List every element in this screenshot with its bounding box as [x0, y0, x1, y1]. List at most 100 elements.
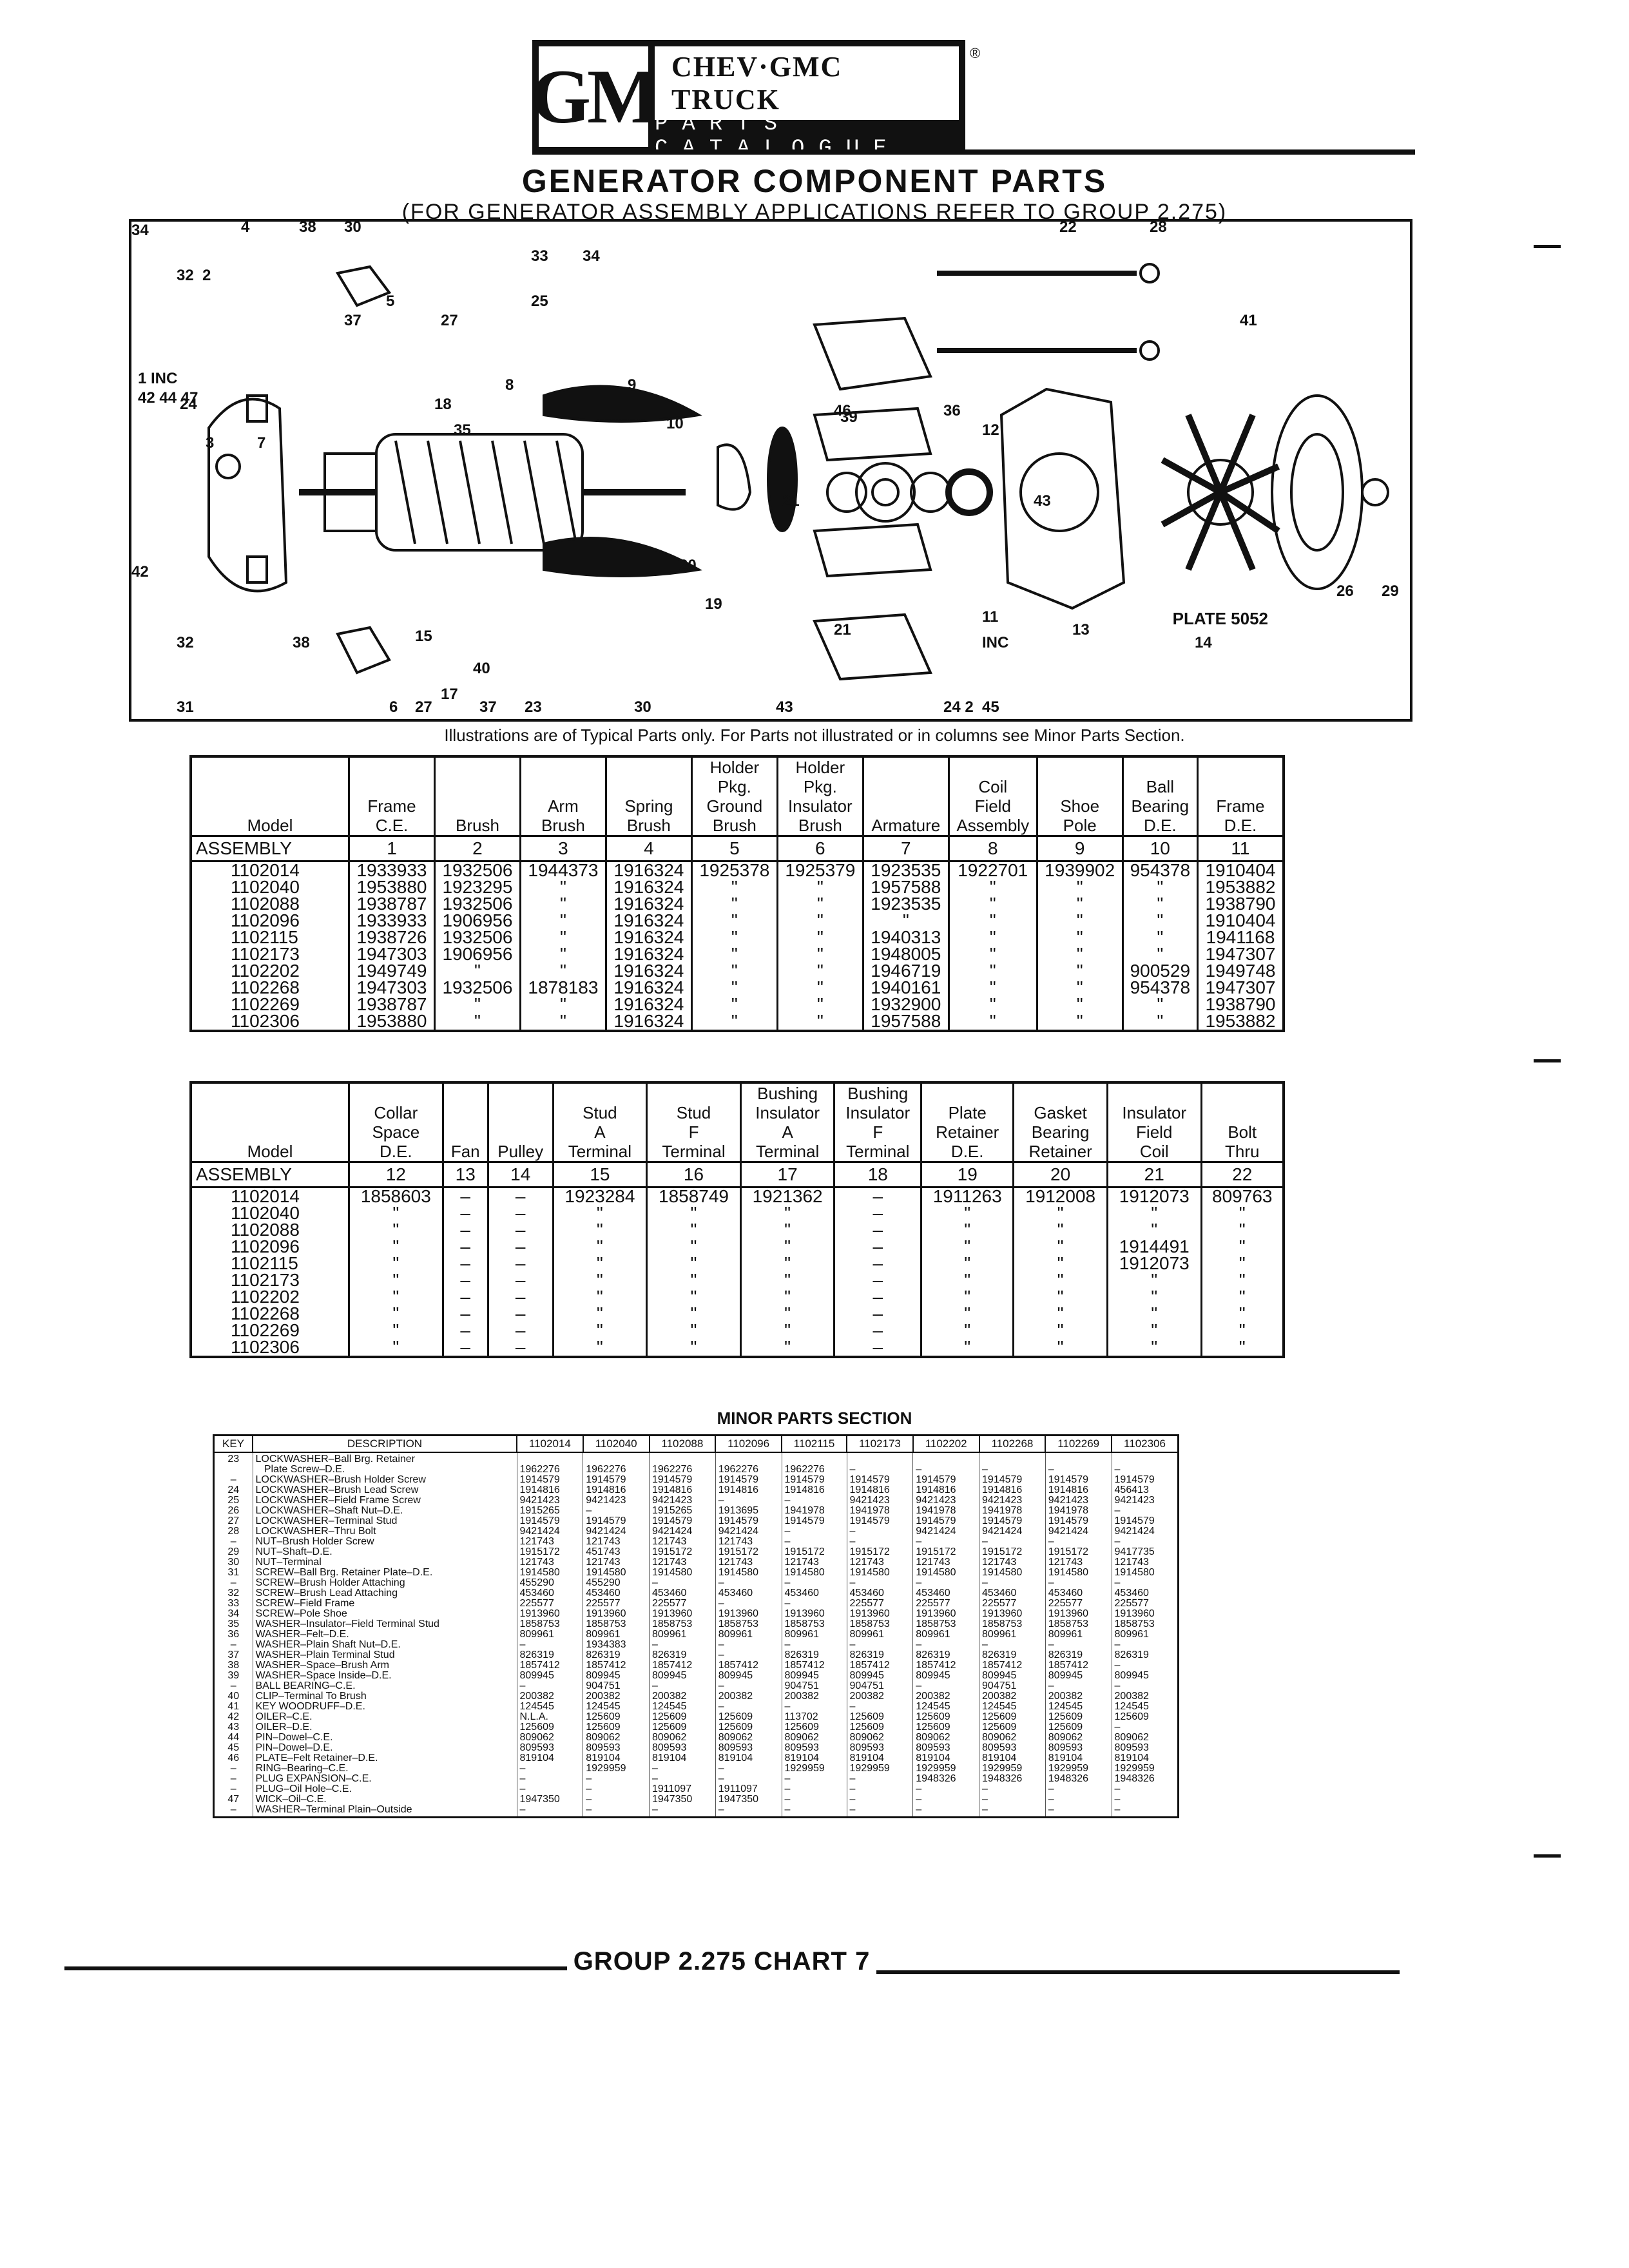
brush-arm-top: [335, 265, 392, 307]
t1-header: Arm Brush: [519, 756, 606, 836]
callout-number: 24: [180, 396, 197, 413]
callout-number: 39: [840, 408, 858, 426]
callout-number: 38: [293, 634, 310, 651]
t1-column: 1939902 " " " " " " " " ": [1036, 861, 1123, 1031]
t1-header: Armature: [862, 756, 949, 836]
callout-number: 21: [834, 621, 851, 639]
pulley-inner: [1290, 433, 1344, 552]
t1-column: 1933933 1953880 1938787 1933933 1938726 …: [348, 861, 435, 1031]
t1-number: ASSEMBLY: [191, 835, 349, 862]
minor-header: 1102115: [780, 1434, 848, 1453]
t1-header: Frame D.E.: [1196, 756, 1284, 836]
t1-column: 954378 " " " " " 900529 954378 " ": [1121, 861, 1198, 1031]
gm-letters: GM: [531, 46, 660, 147]
t2-number: 15: [552, 1161, 647, 1188]
callout-number: 19: [705, 595, 722, 613]
t1-column: 1925378 " " " " " " " " ": [690, 861, 778, 1031]
minor-header: 1102268: [978, 1434, 1046, 1453]
insulator-top: [813, 407, 932, 462]
t2-column: 1921362 " " " " " " " " ": [739, 1187, 834, 1357]
minor-parts-table: KEY DESCRIPTION 1102014 1102040 1102088 …: [213, 1434, 1179, 1818]
minor-column: – 1914579 1914816 9421423 1941978 191457…: [846, 1452, 913, 1818]
margin-tick: [1534, 1059, 1561, 1062]
minor-keys: 23 – 24 25 26 27 28 – 29 30 31 – 32 33 3…: [227, 1454, 240, 1815]
field-coil-top: [543, 385, 702, 423]
callout-number: 28: [1150, 218, 1167, 236]
t1-number: 1: [348, 835, 435, 862]
lockwasher-1: [1139, 263, 1160, 284]
callout-number: 37: [344, 312, 361, 329]
callout-number: 25: [531, 293, 548, 310]
callout-number: 31: [177, 698, 194, 716]
minor-body: 23 – 24 25 26 27 28 – 29 30 31 – 32 33 3…: [214, 1452, 1179, 1818]
t1-column: 1944373 " " " " " " 1878183 " ": [519, 861, 606, 1031]
t2-number: 19: [920, 1161, 1014, 1188]
t2-column: – – – – – – – – – –: [833, 1187, 921, 1357]
t1-number: 2: [433, 835, 521, 862]
callout-number: 12: [982, 421, 999, 439]
t1-column-model: 1102014 1102040 1102088 1102096 1102115 …: [231, 860, 300, 1031]
t1-column: 1925379 " " " " " " " " ": [776, 861, 863, 1031]
callout-number: 26: [1336, 582, 1354, 600]
t2-header: Plate Retainer D.E.: [920, 1082, 1014, 1162]
minor-descriptions: LOCKWASHER–Ball Brg. Retainer Plate Scre…: [252, 1452, 517, 1818]
callout-number: 27: [441, 312, 458, 329]
callout-number: 40: [473, 660, 490, 677]
brush-arm-bottom: [336, 626, 391, 675]
callout-number: 10: [666, 415, 684, 432]
fan-hub: [1187, 459, 1254, 526]
t2-number: 16: [646, 1161, 741, 1188]
t1-header: Holder Pkg. Insulator Brush: [776, 756, 863, 836]
callout-number: 18: [434, 396, 452, 413]
t2-number: ASSEMBLY: [191, 1161, 349, 1188]
collar: [945, 468, 993, 516]
callout-number: 45: [982, 698, 999, 716]
insulator-bottom: [813, 523, 932, 578]
t1-number: 7: [862, 835, 949, 862]
lockwasher-2: [1139, 340, 1160, 361]
brush-bottom: [246, 555, 268, 584]
gm-logo: GM CHEV·GMC TRUCK PARTS CATALOGUE: [531, 40, 965, 161]
callout-number: 15: [415, 628, 432, 645]
callout-number: 20: [679, 557, 697, 574]
t1-header: Brush: [433, 756, 521, 836]
t1-column: 1910404 1953882 1938790 1910404 1941168 …: [1196, 861, 1284, 1031]
table2-body: 1102014 1102040 1102088 1102096 1102115 …: [191, 1186, 1284, 1357]
parts-table-2: Model Collar Space D.E. Fan Pulley Stud …: [189, 1081, 1285, 1358]
t1-column: 1932506 1923295 1932506 1906956 1932506 …: [433, 861, 521, 1031]
plate-label: PLATE 5052: [1172, 609, 1268, 628]
registered-mark: ®: [970, 45, 981, 61]
callout-number: 35: [454, 421, 471, 439]
callout-number: 43: [776, 698, 793, 716]
t1-header: Model: [247, 816, 293, 835]
minor-column: 1962276 1914579 1914816 9421423 – 191457…: [583, 1452, 650, 1818]
t2-column: 1858749 " " " " " " " " ": [646, 1187, 741, 1357]
t1-header: Coil Field Assembly: [947, 756, 1037, 836]
callout-number: 6: [389, 698, 398, 716]
callout-number: 1 INC: [138, 370, 178, 387]
t2-column-model: 1102014 1102040 1102088 1102096 1102115 …: [231, 1186, 300, 1357]
callout-number: 3: [206, 434, 215, 452]
pulley-outer: [1271, 394, 1364, 590]
callout-number: 27: [415, 698, 432, 716]
bearing: [855, 462, 916, 523]
callout-number: 4: [241, 218, 250, 236]
callout-number: 38: [299, 218, 316, 236]
t2-header: Model: [247, 1142, 293, 1161]
minor-header: DESCRIPTION: [252, 1434, 517, 1453]
callout-number: 14: [1195, 634, 1212, 651]
t2-header: Bushing Insulator F Terminal: [833, 1082, 921, 1162]
t2-column: 1912008 " " " " " " " " ": [1012, 1187, 1108, 1357]
callout-number: 2: [202, 267, 211, 284]
callout-number: 33: [531, 247, 548, 265]
catalogue-label: PARTS CATALOGUE: [655, 112, 959, 161]
callout-number: 34: [583, 247, 600, 265]
t2-header: Pulley: [487, 1082, 554, 1162]
table2-header-row: Model Collar Space D.E. Fan Pulley Stud …: [191, 1082, 1284, 1162]
t2-header: Bushing Insulator A Terminal: [739, 1082, 834, 1162]
callout-number: 24 2: [943, 698, 974, 716]
callout-number: 43: [1034, 492, 1051, 510]
t1-header: Frame C.E.: [348, 756, 435, 836]
callout-number: 11: [982, 608, 999, 626]
